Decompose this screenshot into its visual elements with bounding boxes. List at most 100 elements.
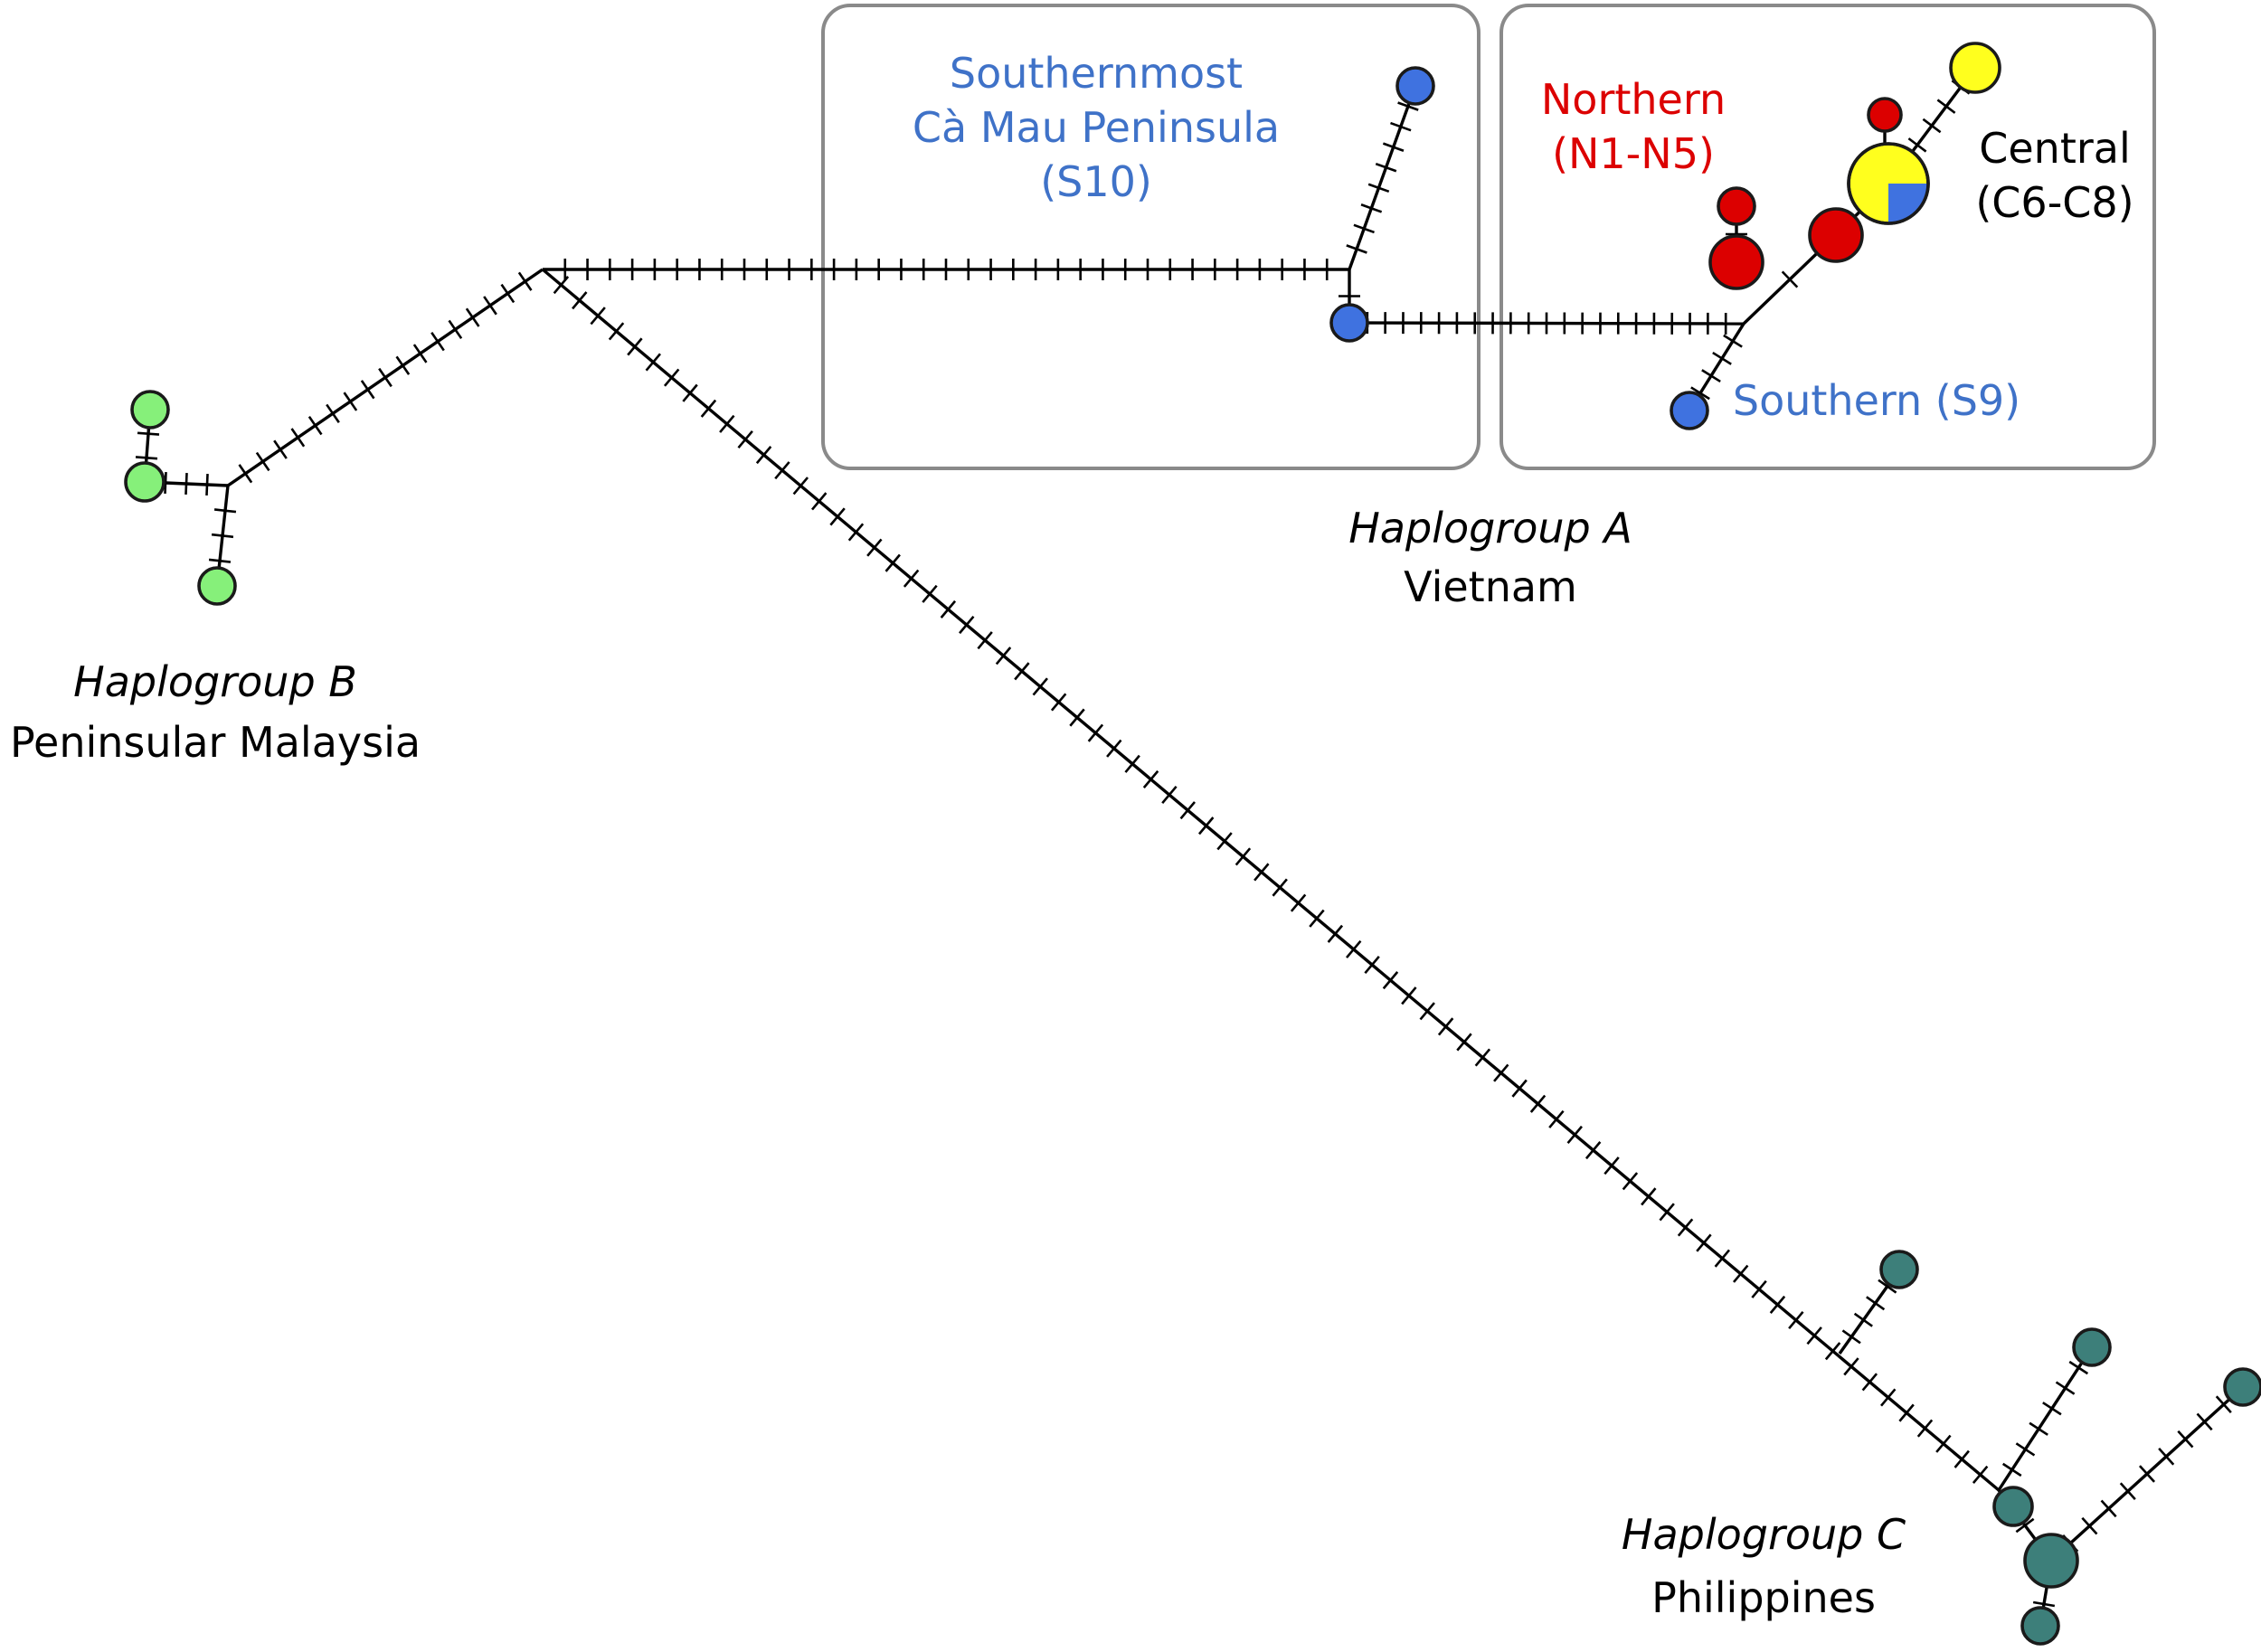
mutation-tick: [922, 584, 938, 603]
mutation-tick: [1124, 754, 1140, 773]
haplogroup-c-name: Haplogroup C: [1622, 1510, 1906, 1559]
node-s10-lower: [1329, 303, 1369, 343]
node-philippines-junction: [1992, 1486, 2034, 1527]
mutation-tick: [205, 473, 209, 496]
mutation-tick: [1880, 1388, 1897, 1407]
vietnam-mainland-region-box: [1499, 4, 2156, 470]
mutation-tick: [1972, 1465, 1989, 1484]
mutation-tick: [517, 271, 533, 291]
mutation-tick: [184, 472, 188, 496]
mutation-tick: [2029, 1421, 2048, 1436]
mutation-tick: [1701, 369, 1721, 383]
mutation-tick: [307, 415, 323, 436]
mutation-tick: [1922, 118, 1942, 134]
mutation-tick: [903, 569, 920, 588]
mutation-tick: [211, 533, 234, 539]
central-label: Central (C6-C8): [1975, 124, 2133, 227]
mutation-tick: [1197, 817, 1215, 835]
node-northern-top: [1867, 97, 1903, 133]
mutation-tick: [1878, 1279, 1897, 1294]
edge-s10-top: [1346, 85, 1419, 270]
southernmost-label-line3: (S10): [1040, 157, 1152, 206]
mutation-tick: [137, 431, 160, 436]
node-philippines-right: [2223, 1367, 2261, 1407]
mutation-tick: [1604, 1156, 1620, 1175]
edge-backbone-to-philippines-line: [541, 268, 2001, 1492]
mutation-tick: [1585, 1141, 1602, 1160]
northern-label-line2: (N1-N5): [1552, 129, 1715, 178]
mutation-tick: [1751, 1279, 1767, 1298]
mutation-tick: [553, 276, 570, 295]
mutation-tick: [1843, 1357, 1859, 1376]
mutation-tick: [1853, 1312, 1873, 1327]
southern-label: Southern (S9): [1733, 376, 2020, 425]
mutation-tick: [1346, 244, 1367, 254]
mutation-tick: [430, 332, 445, 352]
mutation-tick: [682, 383, 698, 402]
mutation-tick: [755, 446, 772, 465]
mutation-tick: [1456, 1033, 1472, 1052]
node-northern-medium: [1708, 234, 1764, 290]
mutation-tick: [1474, 1048, 1491, 1067]
edge-philippines-mid-line: [1997, 1346, 2094, 1491]
mutation-tick: [1367, 183, 1390, 194]
mutation-tick: [1866, 1296, 1886, 1311]
northern-label-line1: Northern: [1541, 75, 1726, 124]
mutation-tick: [273, 439, 288, 459]
mutation-tick: [238, 464, 253, 484]
mutation-tick: [1309, 909, 1325, 928]
mutation-tick: [2001, 1462, 2022, 1477]
mutation-tick: [645, 353, 661, 372]
haplogroup-a-label: Haplogroup A Vietnam: [1348, 504, 1632, 611]
mutation-tick: [465, 307, 480, 327]
mutation-tick: [2032, 1600, 2056, 1608]
mutation-tick: [1622, 1172, 1639, 1191]
mutation-tick: [1390, 121, 1412, 132]
haplogroup-b-region: Peninsular Malaysia: [10, 718, 421, 767]
mutation-tick: [1898, 1403, 1915, 1422]
mutation-tick: [2081, 1516, 2098, 1535]
mutation-tick: [1272, 878, 1288, 897]
node-philippines-bottom: [2020, 1606, 2060, 1646]
haplogroup-b-name: Haplogroup B: [73, 657, 357, 706]
mutation-tick: [885, 553, 901, 572]
mutation-tick: [395, 355, 411, 375]
mutation-tick: [2119, 1482, 2136, 1500]
mutation-tick: [500, 283, 516, 304]
mutation-tick: [1353, 223, 1375, 234]
mutation-tick: [1769, 1295, 1786, 1314]
mutation-tick: [1346, 939, 1362, 958]
node-central-top: [1949, 42, 2001, 94]
mutation-tick: [1916, 1419, 1934, 1438]
node-northern-large: [1808, 207, 1864, 263]
mutation-tick: [737, 430, 753, 449]
mutation-tick: [959, 616, 975, 635]
mutation-tick: [135, 456, 158, 460]
mutation-tick: [1360, 203, 1383, 213]
mutation-tick: [572, 291, 588, 310]
edge-s10-top-line: [1348, 85, 1417, 270]
mutation-tick: [378, 367, 393, 388]
mutation-tick: [290, 428, 306, 448]
southernmost-label-line1: Southernmost: [950, 49, 1243, 98]
mutation-tick: [1677, 1218, 1694, 1237]
mutation-tick: [1235, 847, 1252, 866]
mutation-tick: [1375, 162, 1397, 173]
mutation-tick: [1936, 99, 1956, 114]
mutation-tick: [1714, 1249, 1731, 1268]
mutation-tick: [1841, 1329, 1861, 1345]
mutation-tick: [1511, 1079, 1528, 1098]
mutation-tick: [1723, 334, 1743, 348]
mutation-tick: [829, 507, 846, 526]
mutation-tick: [1712, 351, 1732, 365]
node-s10-top: [1395, 66, 1435, 106]
haplogroup-a-name: Haplogroup A: [1348, 504, 1632, 552]
mutation-tick: [164, 471, 167, 495]
southernmost-region-box: [821, 4, 1481, 470]
mutation-tick: [977, 631, 993, 650]
mutation-tick: [1806, 1326, 1822, 1345]
haplotype-nodes: [124, 42, 2261, 1646]
mutation-tick: [2215, 1395, 2232, 1413]
southernmost-label-line2: Cà Mau Peninsula: [913, 103, 1280, 152]
mutation-tick: [2042, 1402, 2062, 1416]
